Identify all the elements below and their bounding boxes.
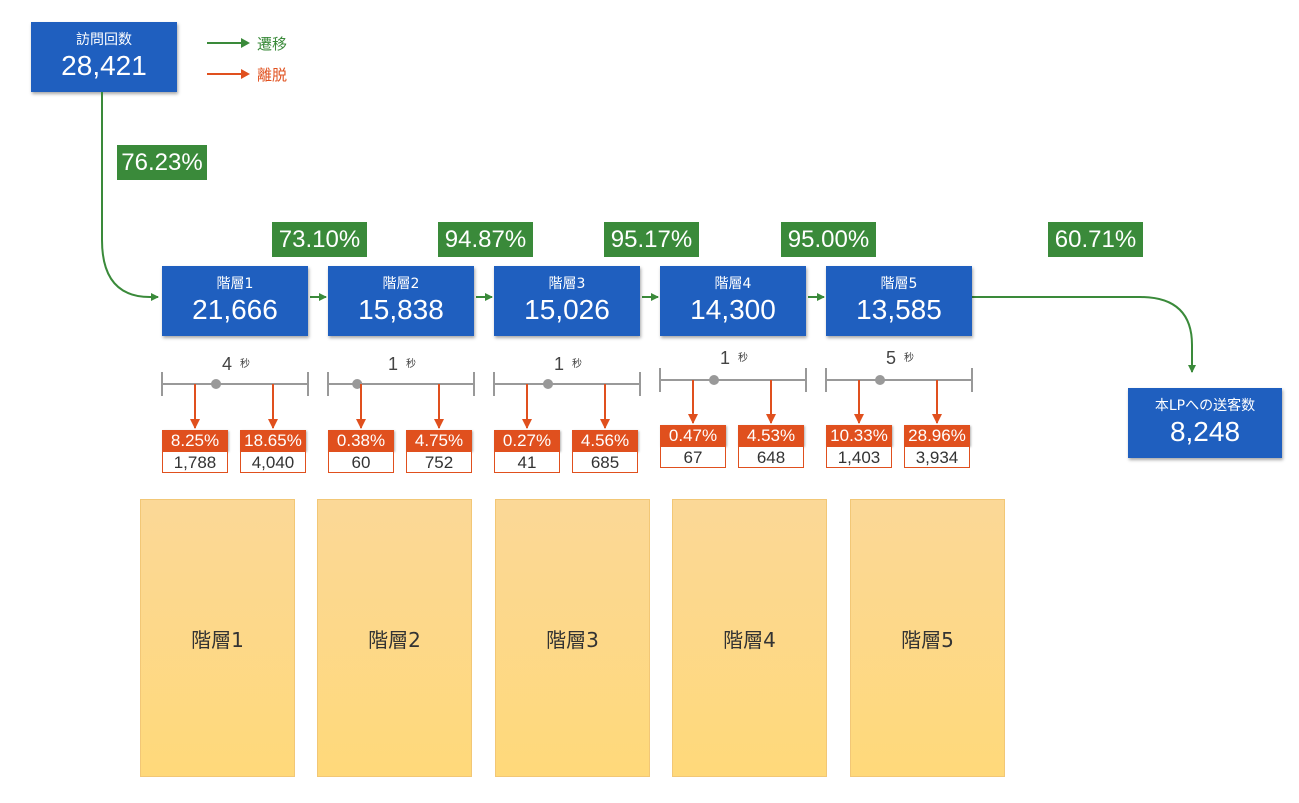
exit-right-1: 18.65%4,040 xyxy=(240,430,306,473)
time-marker xyxy=(709,375,720,385)
layer-label: 階層3 xyxy=(548,276,586,292)
exit-pct: 0.47% xyxy=(660,425,726,446)
exit-count: 67 xyxy=(660,446,726,468)
time-value: 5 xyxy=(885,348,896,368)
page-panel-1: 階層1 xyxy=(140,499,295,777)
exit-left-4: 0.47%67 xyxy=(660,425,726,468)
exit-count: 752 xyxy=(406,451,472,473)
time-marker xyxy=(875,375,886,385)
layer-box-2: 階層2 15,838 xyxy=(328,266,474,336)
exit-count: 60 xyxy=(328,451,394,473)
transition-rate-5: 60.71% xyxy=(1048,222,1143,257)
time-marker xyxy=(543,379,554,389)
exit-to-destination-connector xyxy=(972,296,1196,373)
exit-right-4: 4.53%648 xyxy=(738,425,804,468)
time-unit: 秒 xyxy=(240,359,250,371)
time-value: 4 xyxy=(221,354,232,374)
exit-pct: 4.56% xyxy=(572,430,638,451)
layer-value: 15,838 xyxy=(358,294,444,325)
exit-pct: 0.38% xyxy=(328,430,394,451)
panel-label: 階層1 xyxy=(191,627,244,652)
layer-box-4: 階層4 14,300 xyxy=(660,266,806,336)
transition-arrow-icon xyxy=(241,38,250,48)
page-panel-5: 階層5 xyxy=(850,499,1005,777)
exit-arrow-icon xyxy=(241,69,250,79)
entry-connector xyxy=(101,92,159,301)
exit-count: 685 xyxy=(572,451,638,473)
exit-pct: 0.27% xyxy=(494,430,560,451)
time-value: 1 xyxy=(387,354,398,374)
layer-label: 階層5 xyxy=(880,276,918,292)
exit-left-2: 0.38%60 xyxy=(328,430,394,473)
exit-left-3: 0.27%41 xyxy=(494,430,560,473)
panel-label: 階層5 xyxy=(901,627,954,652)
transition-rate-2: 94.87% xyxy=(438,222,533,257)
visits-box: 訪問回数 28,421 xyxy=(31,22,177,92)
exit-count: 648 xyxy=(738,446,804,468)
time-marker xyxy=(211,379,222,389)
layer-label: 階層1 xyxy=(216,276,254,292)
exit-left-1: 8.25%1,788 xyxy=(162,430,228,473)
time-unit: 秒 xyxy=(738,353,748,365)
legend-exit-label: 離脱 xyxy=(257,66,288,84)
transition-rate-1: 73.10% xyxy=(272,222,367,257)
visits-value: 28,421 xyxy=(61,50,147,81)
exit-pct: 28.96% xyxy=(904,425,970,446)
exit-left-5: 10.33%1,403 xyxy=(826,425,892,468)
layer-box-1: 階層1 21,666 xyxy=(162,266,308,336)
visits-label: 訪問回数 xyxy=(76,32,132,48)
page-panel-4: 階層4 xyxy=(672,499,827,777)
layer-label: 階層4 xyxy=(714,276,752,292)
legend: 遷移 離脱 xyxy=(205,34,325,84)
exit-pct: 4.53% xyxy=(738,425,804,446)
destination-value: 8,248 xyxy=(1169,416,1241,447)
time-unit: 秒 xyxy=(406,359,416,371)
exit-pct: 18.65% xyxy=(240,430,306,451)
time-unit: 秒 xyxy=(572,359,582,371)
time-marker xyxy=(352,379,363,389)
page-panel-3: 階層3 xyxy=(495,499,650,777)
panel-label: 階層3 xyxy=(546,627,599,652)
panel-label: 階層2 xyxy=(368,627,421,652)
transition-rate-4: 95.00% xyxy=(781,222,876,257)
exit-count: 3,934 xyxy=(904,446,970,468)
layer-value: 21,666 xyxy=(192,294,278,325)
layer-label: 階層2 xyxy=(382,276,420,292)
exit-pct: 4.75% xyxy=(406,430,472,451)
exit-right-2: 4.75%752 xyxy=(406,430,472,473)
layer-value: 13,585 xyxy=(856,294,942,325)
exit-count: 4,040 xyxy=(240,451,306,473)
exit-pct: 10.33% xyxy=(826,425,892,446)
page-panel-2: 階層2 xyxy=(317,499,472,777)
exit-pct: 8.25% xyxy=(162,430,228,451)
exit-count: 1,788 xyxy=(162,451,228,473)
exit-right-5: 28.96%3,934 xyxy=(904,425,970,468)
destination-label: 本LPへの送客数 xyxy=(1154,398,1256,414)
exit-count: 41 xyxy=(494,451,560,473)
legend-arrows xyxy=(207,38,250,79)
entry-rate: 76.23% xyxy=(117,145,207,180)
layer-value: 14,300 xyxy=(690,294,776,325)
destination-box: 本LPへの送客数 8,248 xyxy=(1128,388,1282,458)
layer-box-5: 階層5 13,585 xyxy=(826,266,972,336)
exit-count: 1,403 xyxy=(826,446,892,468)
time-value: 1 xyxy=(553,354,564,374)
exit-right-3: 4.56%685 xyxy=(572,430,638,473)
layer-value: 15,026 xyxy=(524,294,610,325)
transition-rate-3: 95.17% xyxy=(604,222,699,257)
layer-box-3: 階層3 15,026 xyxy=(494,266,640,336)
time-value: 1 xyxy=(719,348,730,368)
legend-transition-label: 遷移 xyxy=(257,35,288,53)
time-unit: 秒 xyxy=(904,353,914,365)
panel-label: 階層4 xyxy=(723,627,776,652)
